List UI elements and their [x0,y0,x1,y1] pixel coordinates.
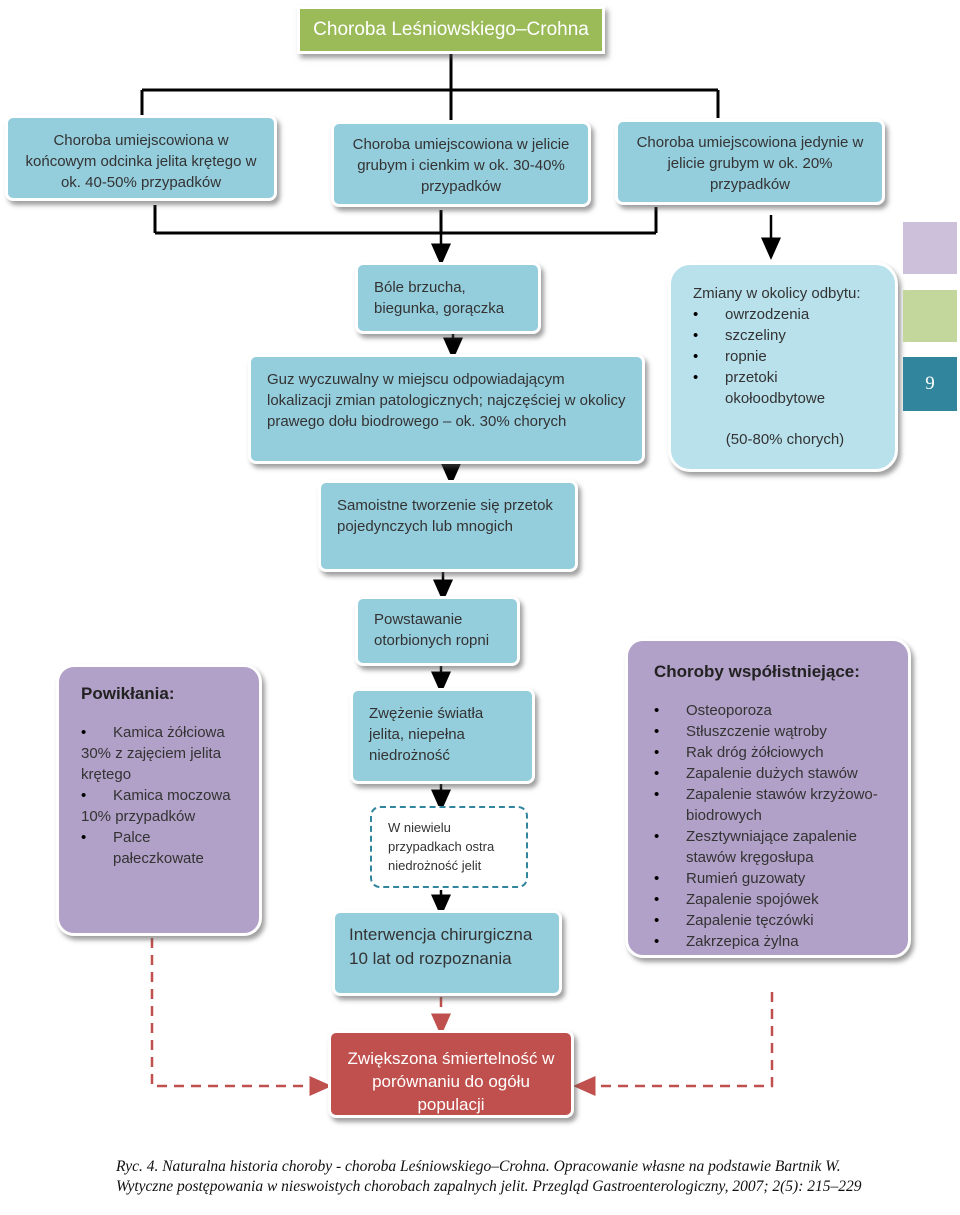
comorbidity-item: Zapalenie dużych stawów [686,765,858,782]
perianal-item: owrzodzenia [725,306,810,323]
perianal-changes-box: Zmiany w okolicy odbytu: owrzodzenia szc… [668,262,898,472]
comorbidities-heading: Choroby współistniejące: [654,662,860,681]
figure-caption: Ryc. 4. Naturalna historia choroby - cho… [116,1158,862,1195]
location-text-colon: Choroba umiejscowiona jedynie w jelicie … [636,134,864,193]
list-item: Zapalenie tęczówki [654,910,884,931]
list-item: ropnie [693,346,877,367]
side-tab-green [903,290,957,342]
mortality-box: Zwiększona śmiertelność w porównaniu do … [328,1030,574,1118]
abscess-text: Powstawanie otorbionych ropni [374,611,490,649]
list-item: Zesztywniające zapalenie stawów kręgosłu… [654,826,884,868]
perianal-item: przetoki okołoodbytowe [725,369,826,407]
complication-item: Kamica moczowa [113,787,231,804]
comorbidities-list: Osteoporoza Stłuszczenie wątroby Rak dró… [654,700,884,952]
symptoms-box: Bóle brzucha, biegunka, gorączka [355,262,541,334]
complication-detail: 30% z zajęciem jelita krętego [81,745,222,783]
list-item: Zakrzepica żylna [654,931,884,952]
page-number-tab: 9 [903,357,957,411]
list-item: Rumień guzowaty [654,868,884,889]
stenosis-text: Zwężenie światła jelita, niepełna niedro… [369,705,484,764]
list-item: Zapalenie stawów krzyżowo-biodrowych [654,784,884,826]
acute-obstruction-text: W niewielu przypadkach ostra niedrożność… [388,820,495,873]
list-item: przetoki okołoodbytowe [693,367,877,409]
surgery-text: Interwencja chirurgiczna 10 lat od rozpo… [349,925,533,968]
mortality-text: Zwiększona śmiertelność w porównaniu do … [347,1049,555,1114]
location-box-colon: Choroba umiejscowiona jedynie w jelicie … [615,119,885,205]
fistulas-box: Samoistne tworzenie się przetok pojedync… [318,480,578,572]
tumor-box: Guz wyczuwalny w miejscu odpowiadającym … [248,354,645,464]
list-item: Stłuszczenie wątroby [654,721,884,742]
comorbidity-item: Rak dróg żółciowych [686,744,824,761]
perianal-list: owrzodzenia szczeliny ropnie przetoki ok… [693,304,877,409]
comorbidity-item: Zapalenie spojówek [686,891,819,908]
comorbidity-item: Stłuszczenie wątroby [686,723,827,740]
list-item: Kamica żółciowa [81,722,239,743]
abscess-box: Powstawanie otorbionych ropni [355,596,520,666]
acute-obstruction-box: W niewielu przypadkach ostra niedrożność… [370,806,528,888]
complications-heading: Powikłania: [81,684,175,703]
comorbidity-item: Zapalenie stawów krzyżowo-biodrowych [686,786,878,824]
list-item: owrzodzenia [693,304,877,325]
symptoms-text: Bóle brzucha, biegunka, gorączka [374,279,505,317]
page-number: 9 [925,373,935,394]
perianal-item: ropnie [725,348,767,365]
comorbidity-item: Zapalenie tęczówki [686,912,814,929]
comorbidity-item: Rumień guzowaty [686,870,806,887]
complication-item: Kamica żółciowa [113,724,225,741]
complication-detail: 10% przypadków [81,808,196,825]
list-item: Zapalenie dużych stawów [654,763,884,784]
location-text-ileum: Choroba umiejscowiona w końcowym odcinka… [25,132,257,191]
list-item: Rak dróg żółciowych [654,742,884,763]
perianal-item: szczeliny [725,327,786,344]
location-box-colon-small-intestine: Choroba umiejscowiona w jelicie grubym i… [331,121,591,207]
perianal-heading: Zmiany w okolicy odbytu: [693,285,861,302]
list-item: Zapalenie spojówek [654,889,884,910]
diagram-title: Choroba Leśniowskiego–Crohna [297,6,605,54]
tumor-text: Guz wyczuwalny w miejscu odpowiadającym … [267,371,626,430]
list-item: Palce pałeczkowate [81,827,239,869]
list-item: Osteoporoza [654,700,884,721]
perianal-note: (50-80% chorych) [725,431,845,448]
comorbidities-box: Choroby współistniejące: Osteoporoza Stł… [625,638,911,958]
list-item: Kamica moczowa [81,785,239,806]
complications-box: Powikłania: Kamica żółciowa 30% z zajęci… [56,664,262,936]
stenosis-box: Zwężenie światła jelita, niepełna niedro… [350,688,535,784]
diagram-title-text: Choroba Leśniowskiego–Crohna [313,19,589,40]
surgery-box: Interwencja chirurgiczna 10 lat od rozpo… [332,910,562,996]
location-text-colon-small-intestine: Choroba umiejscowiona w jelicie grubym i… [352,136,570,195]
side-tab-lavender [903,222,957,274]
comorbidity-item: Zesztywniające zapalenie stawów kręgosłu… [686,828,857,866]
comorbidity-item: Zakrzepica żylna [686,933,799,950]
complication-item: Palce pałeczkowate [113,829,204,867]
complications-list: Kamica żółciowa 30% z zajęciem jelita kr… [81,722,239,869]
comorbidity-item: Osteoporoza [686,702,772,719]
location-box-ileum: Choroba umiejscowiona w końcowym odcinka… [5,115,277,201]
list-item: szczeliny [693,325,877,346]
fistulas-text: Samoistne tworzenie się przetok pojedync… [337,497,553,535]
